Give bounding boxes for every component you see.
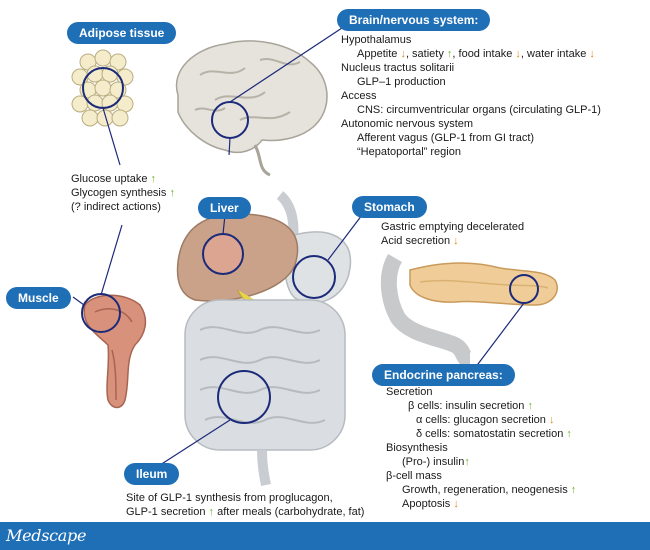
arrow-up-icon: ↑ (566, 428, 572, 440)
indirect-text: (? indirect actions) (71, 201, 161, 213)
glycogen-text: Glycogen synthesis (71, 187, 167, 199)
ileum-label: Ileum (124, 463, 180, 485)
footer-bar: Medscape (0, 522, 650, 550)
growth-text: Growth, regeneration, neogenesis (402, 484, 568, 496)
proinsulin-line: (Pro-) insulin↑ (386, 455, 576, 469)
beta-text: β cells: insulin secretion (408, 400, 525, 412)
ileum-line2b: after meals (carbohydrate, fat) (214, 506, 365, 518)
stomach-label: Stomach (352, 196, 427, 218)
medscape-logo[interactable]: Medscape (6, 526, 87, 545)
ans-text: Autonomic nervous system (341, 118, 474, 130)
arrow-up-icon: ↑ (208, 506, 215, 518)
beta-line: β cells: insulin secretion ↑ (386, 399, 576, 413)
gastric-text: Gastric emptying decelerated (381, 221, 525, 233)
biosynthesis-text: Biosynthesis (386, 442, 448, 454)
growth-line: Growth, regeneration, neogenesis ↑ (386, 483, 576, 497)
pancreas-label: Endocrine pancreas: (372, 364, 515, 386)
delta-text: δ cells: somatostatin secretion (416, 428, 564, 440)
appetite-text: Appetite (357, 48, 398, 60)
access-text: Access (341, 90, 377, 102)
appetite-line: Appetite ↓, satiety ↑, food intake ↓, wa… (341, 47, 601, 61)
ileum-focus-circle (217, 370, 271, 424)
beta-mass-text: β-cell mass (386, 470, 442, 482)
alpha-text: α cells: glucagon secretion (416, 414, 546, 426)
secretion-text: Secretion (386, 386, 433, 398)
ileum-line1: Site of GLP-1 synthesis from proglucagon… (126, 492, 333, 504)
vagus-text: Afferent vagus (GLP-1 from GI tract) (357, 132, 535, 144)
acid-line: Acid secretion ↓ (381, 234, 524, 248)
glucose-uptake-text: Glucose uptake (71, 173, 148, 185)
hepatoportal-text: “Hepatoportal” region (357, 146, 461, 158)
arrow-down-icon: ↓ (548, 414, 555, 426)
arrow-up-icon: ↑ (464, 456, 470, 468)
digestive-system-illustration (176, 191, 352, 486)
pancreas-description: Secretion β cells: insulin secretion ↑ α… (386, 385, 576, 511)
ileum-line2: GLP-1 secretion ↑ after meals (carbohydr… (126, 505, 364, 519)
arrow-up-icon: ↑ (570, 484, 577, 496)
glycogen-line: Glycogen synthesis ↑ (71, 186, 175, 200)
glp1-production-text: GLP–1 production (357, 76, 446, 88)
adipose-cells-illustration (71, 49, 134, 127)
nts-text: Nucleus tractus solitarii (341, 62, 455, 74)
apoptosis-text: Apoptosis (402, 498, 451, 510)
arrow-up-icon: ↑ (527, 400, 533, 412)
liver-focus-circle (202, 233, 244, 275)
food-intake-text: , food intake (452, 48, 513, 60)
delta-line: δ cells: somatostatin secretion ↑ (386, 427, 576, 441)
pancreas-illustration (380, 253, 558, 368)
arrow-down-icon: ↓ (453, 498, 459, 510)
acid-text: Acid secretion (381, 235, 451, 247)
arrow-down-icon: ↓ (453, 235, 459, 247)
ileum-line2a: GLP-1 secretion (126, 506, 206, 518)
brain-label: Brain/nervous system: (337, 9, 491, 31)
stomach-description: Gastric emptying decelerated Acid secret… (381, 220, 524, 248)
arrow-down-icon: ↓ (400, 48, 406, 60)
muscle-label: Muscle (6, 287, 71, 309)
arrow-down-icon: ↓ (589, 48, 595, 60)
hypothalamus-text: Hypothalamus (341, 34, 412, 46)
cns-text: CNS: circumventricular organs (circulati… (357, 104, 601, 116)
arrow-down-icon: ↓ (515, 48, 521, 60)
apoptosis-line: Apoptosis ↓ (386, 497, 576, 511)
satiety-text: , satiety (405, 48, 444, 60)
adipose-label: Adipose tissue (67, 22, 177, 44)
arrow-up-icon: ↑ (150, 173, 157, 185)
connector-lines (72, 25, 525, 466)
alpha-line: α cells: glucagon secretion ↓ (386, 413, 576, 427)
proinsulin-text: (Pro-) insulin (402, 456, 465, 468)
ileum-description: Site of GLP-1 synthesis from proglucagon… (126, 491, 364, 519)
brain-description: Hypothalamus Appetite ↓, satiety ↑, food… (341, 33, 601, 159)
brain-illustration (175, 40, 328, 177)
water-intake-text: , water intake (520, 48, 587, 60)
muscle-arm-illustration (83, 294, 147, 409)
liver-label: Liver (198, 197, 251, 219)
glucose-uptake-line: Glucose uptake ↑ (71, 172, 175, 186)
adipose-description: Glucose uptake ↑ Glycogen synthesis ↑ (?… (71, 172, 175, 214)
stomach-focus-circle (292, 255, 336, 299)
arrow-up-icon: ↑ (169, 187, 175, 199)
arrow-up-icon: ↑ (446, 48, 453, 60)
